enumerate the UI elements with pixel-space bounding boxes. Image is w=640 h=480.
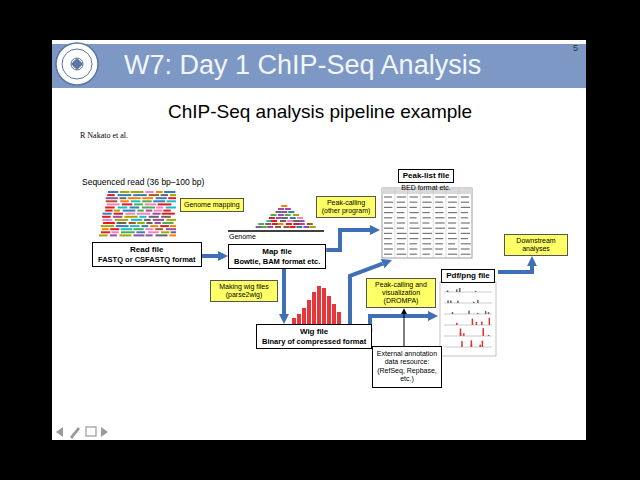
file-box: Read fileFASTQ or CSFASTQ format xyxy=(92,242,202,267)
step-box: Peak-calling and visualization (DROMPA) xyxy=(366,278,436,308)
node-body: FASTQ or CSFASTQ format xyxy=(98,255,196,264)
file-box: Wig fileBinary of compressed format xyxy=(256,324,372,349)
step-box: Genome mapping xyxy=(180,198,244,212)
node-heading: Wig file xyxy=(262,327,366,337)
step-box: Peak-calling (other program) xyxy=(316,196,376,218)
flow-arrow xyxy=(370,316,428,330)
step-box: Making wig files (parse2wig) xyxy=(210,280,278,302)
read-caption: Sequenced read (36 bp–100 bp) xyxy=(82,177,204,187)
node-heading: Making wig files (parse2wig) xyxy=(214,283,274,299)
node-body: BED format etc. xyxy=(380,184,472,192)
node-heading: Read file xyxy=(98,245,196,255)
node-heading: Peak-list file xyxy=(398,169,455,183)
node-heading: External annotation data resource: (RefS… xyxy=(376,350,438,384)
node-body: Bowtie, BAM format etc. xyxy=(234,257,320,266)
flow-arrow xyxy=(282,269,286,314)
header-band xyxy=(52,44,586,88)
slide-title: W7: Day 1 ChIP-Seq Analysis xyxy=(124,50,481,81)
university-seal xyxy=(56,43,98,85)
node-heading: Map file xyxy=(234,247,320,257)
file-group: Peak-list fileBED format etc. xyxy=(380,164,472,260)
node-heading: Peak-calling (other program) xyxy=(320,199,372,215)
nav-icons xyxy=(56,427,108,439)
wig-histogram xyxy=(292,286,341,324)
slide-ground xyxy=(52,40,586,440)
node-heading: Genome mapping xyxy=(184,201,240,209)
slide-subtitle: ChIP-Seq analysis pipeline example xyxy=(168,101,472,123)
flow-arrow xyxy=(498,266,532,272)
sequenced-reads xyxy=(99,192,176,235)
citation: R Nakato et al. xyxy=(80,131,128,140)
node-heading: Downstream analyses xyxy=(508,237,564,253)
peak-list-table xyxy=(382,188,472,258)
step-box: Downstream analyses xyxy=(504,234,568,256)
genome-label: Genome xyxy=(229,233,256,240)
file-box: Map fileBowtie, BAM format etc. xyxy=(228,244,326,269)
flow-arrow xyxy=(202,254,218,258)
annotation-arrow xyxy=(404,314,405,346)
slide-number: 5 xyxy=(573,43,578,53)
file-group: Pdf/png file xyxy=(438,264,498,358)
resource-box: External annotation data resource: (RefS… xyxy=(372,346,442,388)
node-heading: Peak-calling and visualization (DROMPA) xyxy=(370,281,432,305)
node-heading: Pdf/png file xyxy=(441,269,495,283)
node-body: Binary of compressed format xyxy=(262,337,366,346)
flow-arrow xyxy=(326,230,370,250)
pdf-figure xyxy=(440,282,496,356)
